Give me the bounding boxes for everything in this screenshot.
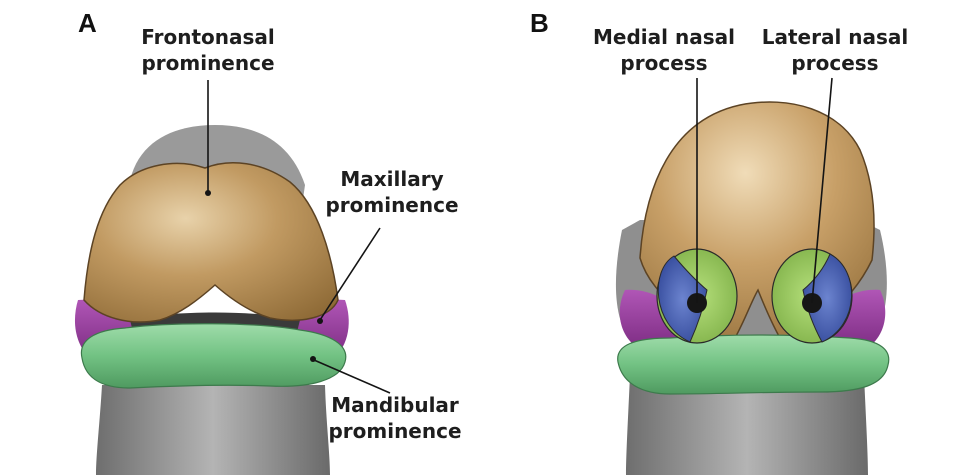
label-maxillary-line2: prominence (325, 193, 458, 217)
pointer-dot-frontonasal (205, 190, 211, 196)
label-lateral-nasal-line2: process (791, 51, 878, 75)
label-medial-nasal-line1: Medial nasal (593, 25, 735, 49)
mandibular-prominence-a (81, 324, 345, 388)
label-medial-nasal-line2: process (620, 51, 707, 75)
panel-letter-b: B (530, 8, 549, 38)
panel-a: A Frontonasal prominence Maxillary promi… (75, 8, 462, 475)
label-maxillary-line1: Maxillary (340, 167, 443, 191)
label-mandibular-line2: prominence (328, 419, 461, 443)
pointer-dot-mandibular (310, 356, 316, 362)
mandibular-prominence-b (618, 335, 889, 394)
panel-letter-a: A (78, 8, 97, 38)
neck-a (96, 385, 330, 475)
label-frontonasal-line1: Frontonasal (141, 25, 275, 49)
pointer-dot-maxillary (317, 318, 323, 324)
label-mandibular-line1: Mandibular (331, 393, 459, 417)
label-lateral-nasal-line1: Lateral nasal (762, 25, 909, 49)
label-frontonasal-line2: prominence (141, 51, 274, 75)
panel-b: B Medial nasal process Lateral nasal pro… (530, 8, 908, 475)
